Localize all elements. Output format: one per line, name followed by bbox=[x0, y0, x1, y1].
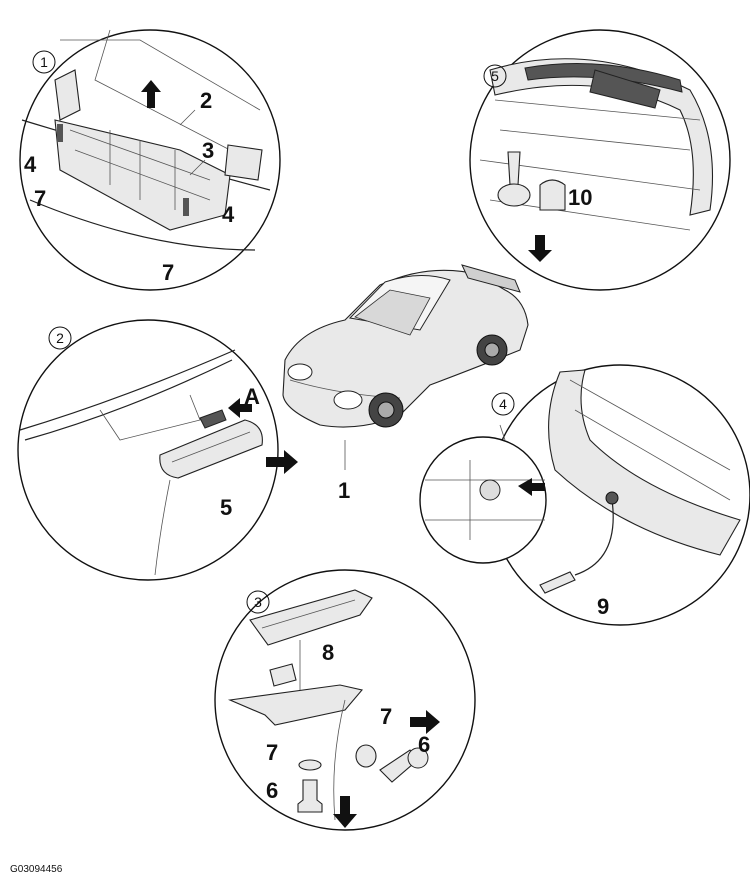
panel-1-label-4-left: 4 bbox=[24, 152, 37, 177]
panel-3-label-8: 8 bbox=[322, 640, 334, 665]
panel-3-label-7-right: 7 bbox=[380, 704, 392, 729]
panel-1-label-3: 3 bbox=[202, 138, 214, 163]
panel-1-label-4-right: 4 bbox=[222, 202, 235, 227]
panel-4 bbox=[419, 364, 750, 626]
panel-5-label-10: 10 bbox=[568, 185, 592, 210]
panel-2-label-A: A bbox=[244, 384, 260, 409]
center-label-1: 1 bbox=[338, 478, 350, 503]
figure-code: G03094456 bbox=[10, 864, 63, 875]
panel-3 bbox=[214, 569, 476, 831]
panel-1-label-2: 2 bbox=[200, 88, 212, 113]
car-illustration bbox=[282, 264, 529, 470]
panel-1-label-7-left: 7 bbox=[34, 186, 46, 211]
panel-3-step-label: 3 bbox=[254, 594, 262, 610]
panel-5 bbox=[469, 29, 731, 291]
panel-2-label-5: 5 bbox=[220, 495, 232, 520]
panel-4-step-circle bbox=[491, 392, 515, 416]
panel-5-step-circle bbox=[483, 64, 507, 88]
panel-1-step-label: 1 bbox=[40, 54, 48, 70]
panel-3-label-7-left: 7 bbox=[266, 740, 278, 765]
panel-5-step-label: 5 bbox=[491, 68, 499, 84]
panel-1-step-circle bbox=[32, 50, 56, 74]
panel-4-step-label: 4 bbox=[499, 396, 507, 412]
panel-3-label-6-right: 6 bbox=[418, 732, 430, 757]
panel-4-label-9: 9 bbox=[597, 594, 609, 619]
panel-3-step-circle bbox=[246, 590, 270, 614]
panel-1-label-7-bottom: 7 bbox=[162, 260, 174, 285]
panel-1 bbox=[19, 29, 281, 291]
panel-3-label-6-left: 6 bbox=[266, 778, 278, 803]
panel-2 bbox=[17, 319, 298, 581]
panel-2-step-label: 2 bbox=[56, 330, 64, 346]
panel-2-step-circle bbox=[48, 326, 72, 350]
